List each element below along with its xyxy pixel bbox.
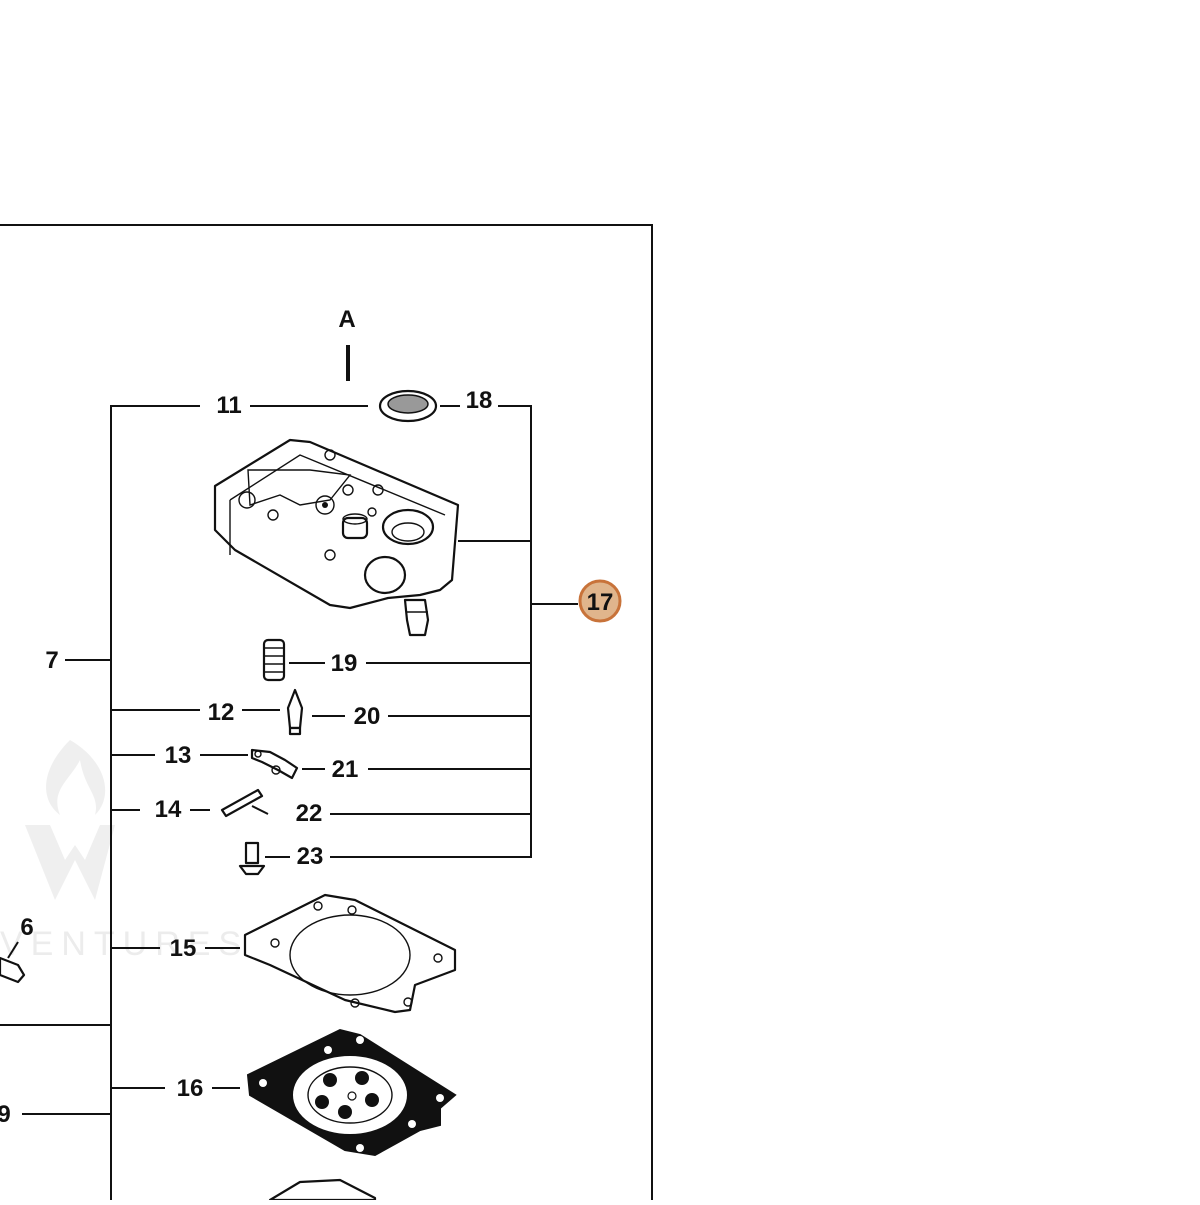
callout-11: 11: [216, 392, 241, 419]
part-18-screen: [378, 389, 438, 423]
callout-17: 17: [587, 589, 614, 616]
part-15-gasket: [243, 893, 457, 1014]
leader-22b: [251, 805, 269, 815]
callout-15: 15: [170, 935, 197, 962]
callout-14: 14: [155, 796, 182, 823]
part-19-spring: [262, 638, 286, 682]
watermark-text: VENTURES: [0, 925, 249, 963]
part-22-pin: [220, 788, 264, 818]
callout-21: 21: [332, 756, 359, 783]
part-20-needle: [286, 688, 304, 736]
callout-20: 20: [354, 703, 381, 730]
logo-mark-icon: [25, 825, 115, 900]
flame-logo-icon: [46, 740, 106, 815]
bracket-7: [110, 405, 200, 1200]
part-next-partial: [268, 1178, 377, 1202]
watermark: VENTURES: [0, 740, 249, 963]
callout-12: 12: [208, 699, 235, 726]
part-carburetor-cover: [213, 438, 460, 637]
callout-6: 6: [20, 914, 33, 941]
detail-frame: [0, 224, 653, 1200]
callout-7: 7: [45, 647, 58, 674]
part-16-diaphragm: [246, 1028, 457, 1157]
part-21-lever: [250, 748, 299, 780]
callout-19: 19: [331, 650, 358, 677]
callout-9: 9: [0, 1101, 11, 1128]
view-label: A: [338, 306, 355, 333]
callout-17-highlight: [578, 579, 622, 623]
bracket-17: [330, 405, 532, 858]
part-23-screw: [238, 841, 266, 876]
callout-13: 13: [165, 742, 192, 769]
part-6-fitting: [0, 956, 26, 984]
callout-16: 16: [177, 1075, 204, 1102]
leader-6: [7, 941, 19, 959]
callout-22: 22: [296, 800, 323, 827]
callout-23: 23: [297, 843, 324, 870]
callout-18: 18: [466, 387, 493, 414]
